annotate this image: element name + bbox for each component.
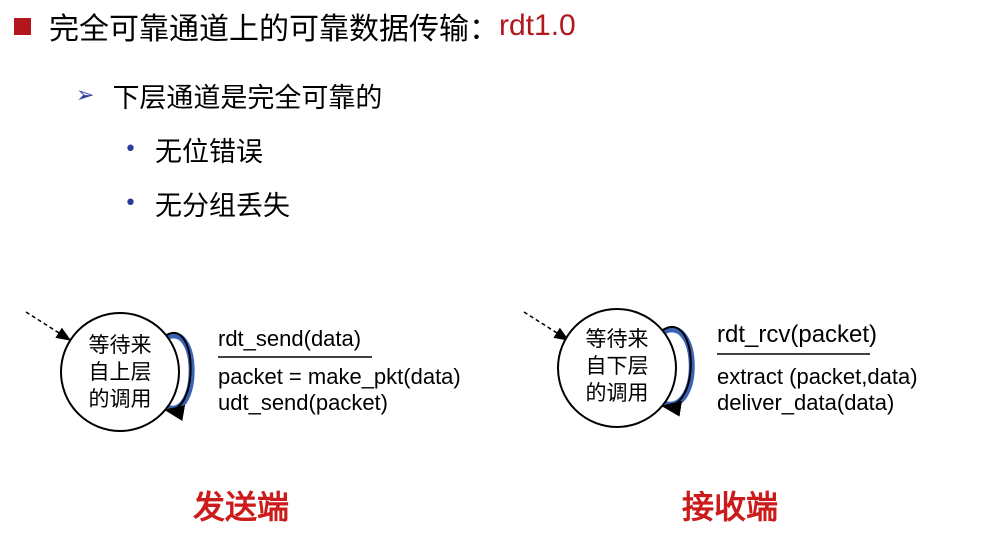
transition-action: udt_send(packet) (218, 390, 388, 415)
receiver-label: 接收端 (682, 488, 779, 526)
state-label-line: 自上层 (89, 360, 152, 384)
state-label-line: 的调用 (89, 387, 152, 411)
transition-action: extract (packet,data) (717, 364, 918, 389)
bullet-level1: ➢ 下层通道是完全可靠的 (76, 76, 382, 115)
state-circle (60, 312, 180, 432)
transition-event: rdt_send(data) (218, 326, 361, 351)
square-bullet-icon (14, 17, 31, 35)
dot-bullet-icon: • (124, 191, 137, 216)
transition-action: packet = make_pkt(data) (218, 364, 461, 389)
title-accent: rdt1.0 (499, 9, 576, 42)
arrow-bullet-icon: ➢ (76, 83, 95, 108)
state-label-line: 等待来 (586, 327, 649, 351)
dot-bullet-icon: • (124, 137, 137, 162)
bullet-level2-item: • 无分组丢失 (124, 184, 290, 223)
bullet-level2-item: • 无位错误 (124, 130, 263, 169)
state-circle (557, 308, 677, 428)
transition-action: deliver_data(data) (717, 390, 894, 415)
state-label-line: 等待来 (89, 333, 152, 357)
receiver-fsm: 等待来 自下层 的调用 rdt_rcv(packet) extract (pac… (523, 308, 918, 428)
bullet-level2-text: 无分组丢失 (154, 191, 290, 222)
self-loop-arrow (164, 332, 192, 421)
transition-event: rdt_rcv(packet) (717, 321, 877, 348)
state-label-line: 的调用 (586, 381, 649, 405)
state-label-line: 自下层 (586, 354, 649, 378)
title-text: 完全可靠通道上的可靠数据传输： (49, 12, 499, 47)
sender-fsm: 等待来 自上层 的调用 rdt_send(data) packet = make… (25, 311, 461, 432)
sender-label: 发送端 (193, 488, 290, 526)
initial-arrow (25, 311, 72, 341)
self-loop-arrow (661, 326, 692, 417)
initial-arrow (523, 311, 570, 341)
slide-title: 完全可靠通道上的可靠数据传输： rdt1.0 (14, 6, 576, 47)
bullet-level2-text: 无位错误 (154, 137, 263, 168)
bullet-level1-text: 下层通道是完全可靠的 (112, 83, 383, 114)
